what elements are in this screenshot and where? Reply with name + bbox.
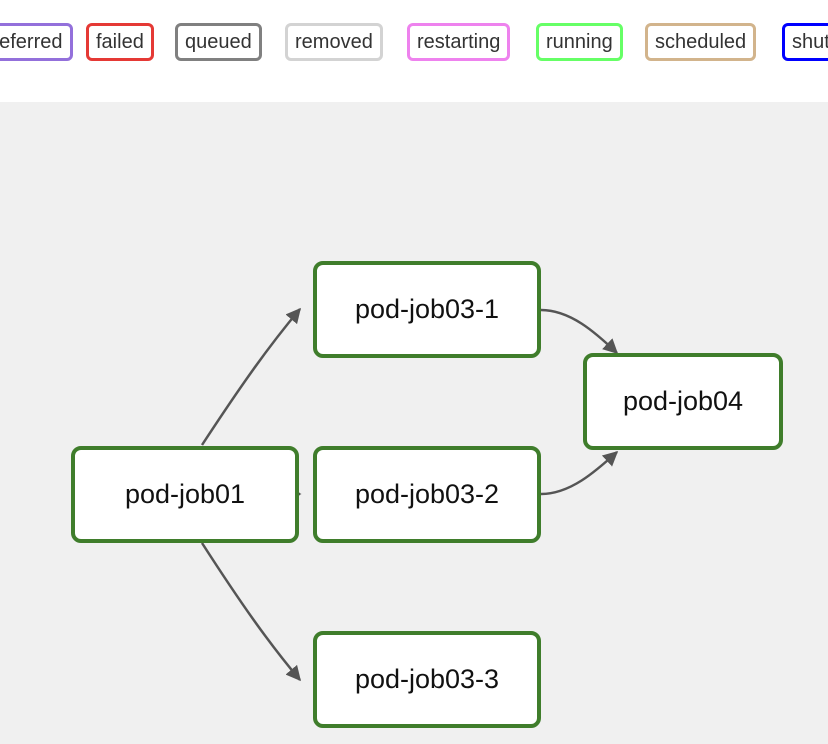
legend-queued[interactable]: queued: [175, 23, 262, 61]
legend-deferred[interactable]: deferred: [0, 23, 73, 61]
legend-removed[interactable]: removed: [285, 23, 383, 61]
edge-job03-2-to-job04: [540, 450, 619, 496]
edge-layer: [200, 307, 619, 682]
edge-job01-to-job03-3: [200, 542, 301, 682]
legend-scheduled[interactable]: scheduled: [645, 23, 757, 61]
legend-restarting[interactable]: restarting: [407, 23, 511, 61]
task-node-pod-job03-1[interactable]: pod-job03-1: [313, 261, 541, 358]
task-node-pod-job03-3[interactable]: pod-job03-3: [313, 631, 541, 728]
edge-job01-to-job03-1: [200, 307, 301, 446]
task-node-pod-job04[interactable]: pod-job04: [583, 353, 783, 450]
state-legend: deferred failed queued removed restartin…: [0, 0, 828, 102]
graph-canvas[interactable]: pod-job01 pod-job03-1 pod-job03-2 pod-jo…: [0, 102, 828, 744]
legend-failed[interactable]: failed: [86, 23, 154, 61]
legend-shutdown[interactable]: shutdown: [782, 23, 828, 61]
task-node-pod-job03-2[interactable]: pod-job03-2: [313, 446, 541, 543]
legend-running[interactable]: running: [536, 23, 623, 61]
edge-job03-1-to-job04: [540, 308, 619, 355]
task-node-pod-job01[interactable]: pod-job01: [71, 446, 299, 543]
